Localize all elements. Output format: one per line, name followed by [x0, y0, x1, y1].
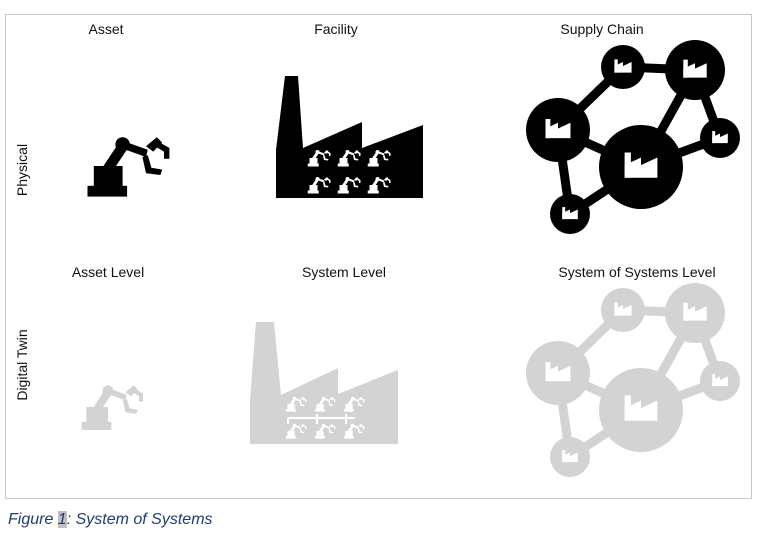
physical-supply-chain-network-icon: [526, 40, 740, 234]
column-label-asset-level: Asset Level: [71, 264, 145, 280]
column-label-system-of-systems-level: System of Systems Level: [558, 264, 716, 280]
physical-asset-robot-icon: [87, 137, 170, 197]
column-label-asset: Asset: [88, 21, 124, 37]
column-label-facility: Facility: [314, 21, 358, 37]
figure-frame: [5, 14, 752, 499]
column-label-system-level: System Level: [301, 264, 387, 280]
figure-caption: Figure 1: System of Systems: [8, 511, 213, 528]
column-label-supply-chain: Supply Chain: [560, 21, 644, 37]
figure-number: 1: [57, 511, 67, 528]
digital-system-of-systems-network-icon: [526, 283, 740, 477]
digital-system-facility-icon: [250, 322, 398, 444]
row-label-digital-twin: Digital Twin: [14, 329, 30, 401]
digital-asset-robot-icon: [81, 385, 144, 430]
row-label-physical: Physical: [14, 143, 30, 197]
physical-facility-icon: [276, 76, 423, 198]
